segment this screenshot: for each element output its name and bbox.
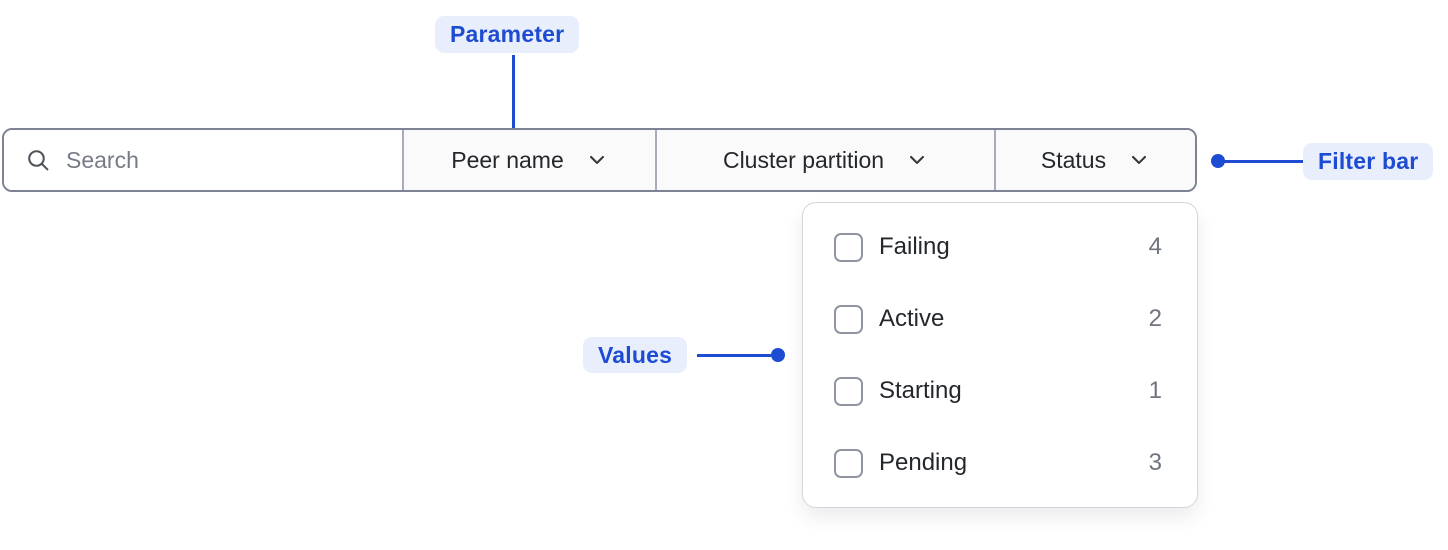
- status-dropdown-panel: Failing 4 Active 2 Starting 1 Pending 3: [802, 202, 1198, 508]
- filter-bar-connector-dot: [1211, 154, 1225, 168]
- search-field: [4, 130, 404, 190]
- option-label: Pending: [879, 449, 968, 476]
- chevron-down-icon: [906, 149, 928, 171]
- parameter-connector-line: [512, 55, 515, 135]
- chevron-down-icon: [586, 149, 608, 171]
- filter-bar-annotation-badge: Filter bar: [1303, 143, 1434, 180]
- values-annotation-badge: Values: [583, 337, 688, 373]
- filter-bar-connector-line: [1222, 160, 1303, 163]
- filter-dropdown-label: Peer name: [451, 146, 564, 173]
- option-count: 2: [1148, 305, 1162, 332]
- filter-bar: Peer name Cluster partition Status: [2, 128, 1197, 192]
- checkbox[interactable]: [834, 376, 863, 406]
- chevron-down-icon: [1128, 149, 1150, 171]
- values-connector-line: [697, 354, 771, 357]
- dropdown-option-active[interactable]: Active 2: [803, 283, 1197, 355]
- checkbox[interactable]: [834, 304, 863, 334]
- option-count: 3: [1148, 449, 1162, 476]
- dropdown-option-starting[interactable]: Starting 1: [803, 355, 1197, 427]
- dropdown-option-pending[interactable]: Pending 3: [803, 427, 1197, 499]
- filter-dropdown-peer-name[interactable]: Peer name: [404, 130, 657, 190]
- filter-dropdown-status[interactable]: Status: [996, 130, 1195, 190]
- option-count: 4: [1148, 233, 1162, 260]
- option-label: Failing: [879, 233, 950, 260]
- parameter-annotation-badge: Parameter: [435, 16, 580, 53]
- values-connector-dot: [771, 348, 785, 362]
- checkbox[interactable]: [834, 232, 863, 262]
- search-icon: [25, 147, 51, 173]
- checkbox[interactable]: [834, 448, 863, 478]
- option-label: Starting: [879, 377, 962, 404]
- option-label: Active: [879, 305, 945, 332]
- filter-dropdown-label: Status: [1040, 146, 1107, 173]
- filter-dropdown-label: Cluster partition: [722, 146, 885, 173]
- search-input[interactable]: [66, 146, 402, 174]
- dropdown-option-failing[interactable]: Failing 4: [803, 211, 1197, 283]
- filter-dropdown-cluster-partition[interactable]: Cluster partition: [657, 130, 996, 190]
- option-count: 1: [1148, 377, 1162, 404]
